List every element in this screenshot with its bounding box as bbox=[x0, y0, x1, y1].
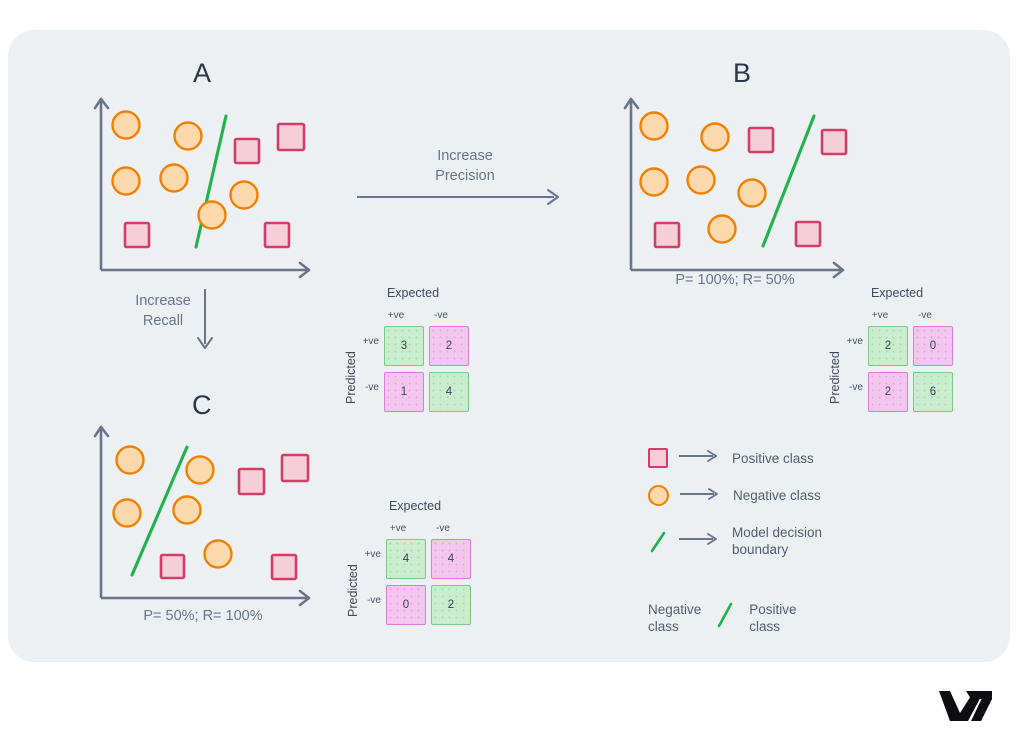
increase-recall-label: Increase Recall bbox=[118, 291, 208, 331]
increase-precision-label: Increase Precision bbox=[390, 146, 540, 186]
panel-b-plot bbox=[622, 92, 848, 279]
panel-a-plot bbox=[92, 92, 314, 279]
panel-c-title: C bbox=[192, 390, 212, 420]
panel-b-points bbox=[639, 111, 848, 249]
decision-boundary-line-icon bbox=[648, 530, 668, 553]
panel-a-axes bbox=[93, 97, 311, 279]
matrix-b-cell-0-0: 2 bbox=[868, 326, 908, 366]
matrix-b-colhead-0: +ve bbox=[871, 310, 889, 321]
panel-c-caption: P= 50%; R= 100% bbox=[143, 608, 263, 624]
legend-row-positive-class: Positive class bbox=[648, 448, 814, 468]
legend-label-decision-boundary: Model decision boundary bbox=[732, 525, 823, 557]
matrix-a-rowhead-1: -ve bbox=[365, 382, 379, 393]
increase-precision-label-line2: Precision bbox=[435, 168, 495, 184]
matrix-a: Expected Predicted +ve -ve +ve -ve 3 2 1… bbox=[336, 286, 469, 412]
panel-b-caption: P= 100%; R= 50% bbox=[675, 272, 795, 288]
legend-bottom-row: Negative class Positive class bbox=[648, 600, 797, 635]
panel-c-decision-boundary bbox=[130, 445, 189, 577]
panel-a-title: A bbox=[193, 58, 212, 88]
v7-logo bbox=[938, 688, 994, 727]
matrix-b-cell-1-1: 6 bbox=[913, 372, 953, 412]
matrix-b-rowhead-0: +ve bbox=[846, 336, 863, 347]
matrix-a-rowhead-0: +ve bbox=[362, 336, 379, 347]
legend-arrow-icon bbox=[678, 449, 722, 467]
panel-a-decision-boundary bbox=[194, 114, 228, 249]
matrix-c-cell-1-0: 0 bbox=[386, 585, 426, 625]
matrix-b-cell-0-1: 0 bbox=[913, 326, 953, 366]
matrix-a-cell-0-1: 2 bbox=[429, 326, 469, 366]
increase-precision-label-line1: Increase bbox=[437, 148, 493, 164]
legend-label-negative-class: Negative class bbox=[733, 488, 821, 503]
legend-label-positive-class: Positive class bbox=[732, 450, 814, 466]
matrix-c: Expected Predicted +ve -ve +ve -ve 4 4 0… bbox=[338, 499, 471, 625]
legend: Positive class Negative class Model deci… bbox=[648, 440, 928, 640]
matrix-b-rowhead-1: -ve bbox=[849, 382, 863, 393]
matrix-b-predicted-label: Predicted bbox=[828, 351, 842, 404]
matrix-a-cell-1-0: 1 bbox=[384, 372, 424, 412]
matrix-c-rowhead-1: -ve bbox=[367, 595, 381, 606]
legend-arrow-icon bbox=[678, 532, 722, 550]
matrix-a-cell-1-1: 4 bbox=[429, 372, 469, 412]
legend-bottom-positive-label: Positive class bbox=[749, 601, 797, 634]
matrix-c-cell-0-0: 4 bbox=[386, 539, 426, 579]
increase-recall-label-line1: Increase bbox=[135, 293, 191, 309]
panel-c-points bbox=[112, 445, 310, 581]
panel-b-decision-boundary bbox=[761, 114, 816, 248]
negative-class-circle-icon bbox=[648, 485, 669, 506]
matrix-c-cell-1-1: 2 bbox=[431, 585, 471, 625]
legend-bottom-negative-label: Negative class bbox=[648, 601, 702, 634]
matrix-c-colhead-1: -ve bbox=[436, 523, 450, 534]
matrix-b-cell-1-0: 2 bbox=[868, 372, 908, 412]
increase-precision-arrow-icon bbox=[356, 188, 564, 211]
matrix-a-cell-0-0: 3 bbox=[384, 326, 424, 366]
matrix-a-colhead-0: +ve bbox=[387, 310, 405, 321]
matrix-b-expected-label: Expected bbox=[870, 286, 924, 300]
panel-c-plot bbox=[92, 420, 314, 607]
positive-class-square-icon bbox=[648, 448, 668, 468]
matrix-c-rowhead-0: +ve bbox=[364, 549, 381, 560]
legend-row-negative-class: Negative class bbox=[648, 485, 821, 506]
panel-b-title: B bbox=[733, 58, 752, 88]
matrix-a-predicted-label: Predicted bbox=[344, 351, 358, 404]
matrix-b: Expected Predicted +ve -ve +ve -ve 2 0 2… bbox=[820, 286, 953, 412]
legend-bottom-boundary-icon bbox=[715, 600, 735, 635]
matrix-b-colhead-1: -ve bbox=[918, 310, 932, 321]
matrix-a-colhead-1: -ve bbox=[434, 310, 448, 321]
matrix-c-predicted-label: Predicted bbox=[346, 564, 360, 617]
panel-c-axes bbox=[93, 425, 311, 607]
legend-row-decision-boundary: Model decision boundary bbox=[648, 524, 822, 558]
legend-arrow-icon bbox=[679, 487, 723, 505]
increase-recall-label-line2: Recall bbox=[142, 313, 184, 329]
increase-recall-arrow-icon bbox=[196, 288, 214, 357]
panel-a-points bbox=[111, 110, 306, 249]
matrix-a-expected-label: Expected bbox=[386, 286, 440, 300]
matrix-c-expected-label: Expected bbox=[388, 499, 442, 513]
matrix-c-colhead-0: +ve bbox=[389, 523, 407, 534]
panel-b-axes bbox=[623, 97, 845, 279]
matrix-c-cell-0-1: 4 bbox=[431, 539, 471, 579]
